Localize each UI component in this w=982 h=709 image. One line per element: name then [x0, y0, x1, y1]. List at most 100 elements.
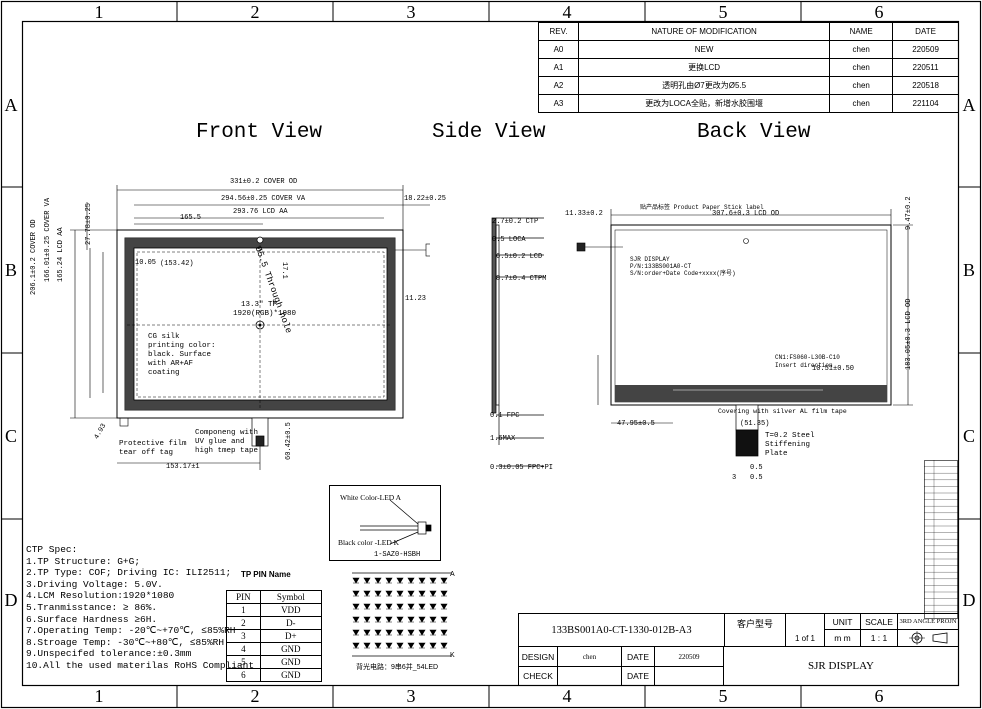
- design-date: 220509: [654, 646, 724, 667]
- led-symbol: [352, 616, 360, 623]
- front-dim-lcd-aa: 293.76 LCD AA: [233, 208, 288, 216]
- ctp-spec-line: 10.All the used materilas RoHS Compliant: [26, 659, 255, 671]
- ctp-spec-line: 5.Tranmisstance: ≥ 86%.: [26, 601, 158, 613]
- ctp-spec-line: 4.LCM Resolution:1920*1080: [26, 590, 175, 602]
- led-symbol: [429, 629, 437, 636]
- led-symbol: [429, 642, 437, 649]
- front-dim-h-cover-od: 206.1±0.2 COVER OD: [30, 219, 38, 295]
- led-symbol: [418, 629, 426, 636]
- film-note: Protective film tear off tag: [119, 440, 187, 458]
- led-symbol: [396, 616, 404, 623]
- film-note-line: Protective film: [119, 440, 187, 448]
- back-dim-lcd-od: 307.6±0.3 LCD OD: [712, 210, 780, 218]
- led-symbol: [407, 603, 415, 610]
- rev-cell: A3: [538, 94, 579, 113]
- rev-cell: A1: [538, 58, 579, 77]
- front-dim-153b: (153.42): [160, 260, 194, 268]
- side-dim-ctpm: 8.7±0.4 CTPM: [496, 275, 547, 283]
- symbol-cell: GND: [259, 655, 323, 669]
- led-symbol: [352, 642, 360, 649]
- led-symbol: [407, 642, 415, 649]
- led-symbol: [407, 629, 415, 636]
- name-cell: chen: [829, 58, 894, 77]
- side-dim-fpc: 0.1 FPC: [490, 412, 520, 420]
- side-dim-fpc-pi: 0.3±0.05 FPC+PI: [490, 464, 554, 472]
- led-symbol: [440, 616, 448, 623]
- connector-note: CN1:FS060-L30B-C10 Insert direction: [775, 354, 840, 370]
- component-note: Componeng with UV glue and high tmep tap…: [195, 429, 258, 456]
- led-symbol: [429, 616, 437, 623]
- led-symbol: [385, 603, 393, 610]
- back-dim-11: 11.33±0.2: [565, 210, 603, 218]
- pin-header: PIN: [226, 590, 261, 604]
- component-note-line: UV glue and: [195, 438, 245, 446]
- col-label-2-bottom: 2: [250, 686, 260, 706]
- led-symbol: [407, 616, 415, 623]
- symbol-cell: D+: [259, 629, 323, 643]
- projection-icon: [909, 631, 948, 645]
- date-cell: 220518: [892, 76, 959, 95]
- rev-cell: A0: [538, 40, 579, 59]
- label-line: SJR DISPLAY: [630, 256, 670, 263]
- nature-cell: 透明孔由Ø7更改为Ø5.5: [577, 76, 831, 95]
- led-symbol: [385, 590, 393, 597]
- front-dim-18: 18.22±0.25: [404, 195, 447, 203]
- led-symbol: [418, 590, 426, 597]
- back-dim-9: 9.47±0.2: [905, 196, 913, 230]
- rev-cell: A2: [538, 76, 579, 95]
- col-label-6-bottom: 6: [874, 686, 884, 706]
- component-note-line: Componeng with: [195, 429, 259, 437]
- ctp-spec-line: 2.TP Type: COF; Driving IC: ILI2511;: [26, 567, 232, 579]
- led-symbol: [363, 577, 371, 584]
- back-dim-05a: 0.5: [750, 464, 763, 472]
- led-symbol: [385, 577, 393, 584]
- center-label-1: 13.3" TP: [241, 301, 278, 309]
- ctp-spec-title: CTP Spec:: [26, 544, 78, 555]
- ctp-spec-line: 3.Driving Voltage: 5.0V.: [26, 578, 163, 590]
- back-dim-10: 10.51±0.50: [812, 365, 855, 373]
- row-label-b: B: [4, 260, 17, 280]
- led-symbol: [407, 577, 415, 584]
- check-label: CHECK: [518, 666, 558, 686]
- date-cell: 220509: [892, 40, 959, 59]
- led-symbol: [385, 616, 393, 623]
- row-label-d: D: [4, 590, 18, 610]
- steel-note-line: Stiffening: [765, 441, 811, 449]
- pin-cell: 1: [226, 603, 261, 617]
- led-symbol: [374, 577, 382, 584]
- front-dim-60: 60.42±0.5: [285, 422, 293, 460]
- led-symbol: [374, 616, 382, 623]
- led-symbol: [396, 603, 404, 610]
- name-header: NAME: [829, 22, 894, 41]
- check-date: [654, 666, 724, 686]
- back-dim-3: 3: [732, 474, 737, 482]
- steel-note: T=0.2 Steel Stiffening Plate: [765, 432, 815, 459]
- unit-label: UNIT: [824, 613, 861, 630]
- side-dim-ctp: 2.7±0.2 CTP: [492, 218, 539, 226]
- row-label-d-right: D: [962, 590, 976, 610]
- design-name: chen: [557, 646, 622, 667]
- led-matrix: [352, 572, 452, 657]
- front-dim-cover-va: 294.56±0.25 COVER VA: [221, 195, 306, 203]
- led-symbol: [440, 577, 448, 584]
- front-view-title: Front View: [196, 121, 323, 144]
- revision-table: REV. NATURE OF MODIFICATION NAME DATE A0…: [538, 22, 959, 113]
- led-symbol: [429, 577, 437, 584]
- led-symbol: [363, 629, 371, 636]
- nature-cell: NEW: [577, 40, 831, 59]
- connector-note-line: Insert direction: [775, 362, 833, 369]
- front-view-drawing: [70, 185, 430, 470]
- led-symbol: [418, 642, 426, 649]
- name-cell: chen: [829, 76, 894, 95]
- black-led-label: Black color -LED K: [338, 538, 400, 547]
- led-symbol: [363, 603, 371, 610]
- col-label-6: 6: [874, 2, 884, 22]
- led-symbol: [396, 590, 404, 597]
- led-connector-label: 1-SAZ0-HSBH: [374, 551, 421, 559]
- led-symbol: [352, 629, 360, 636]
- back-dim-47: 47.95±0.5: [617, 420, 655, 428]
